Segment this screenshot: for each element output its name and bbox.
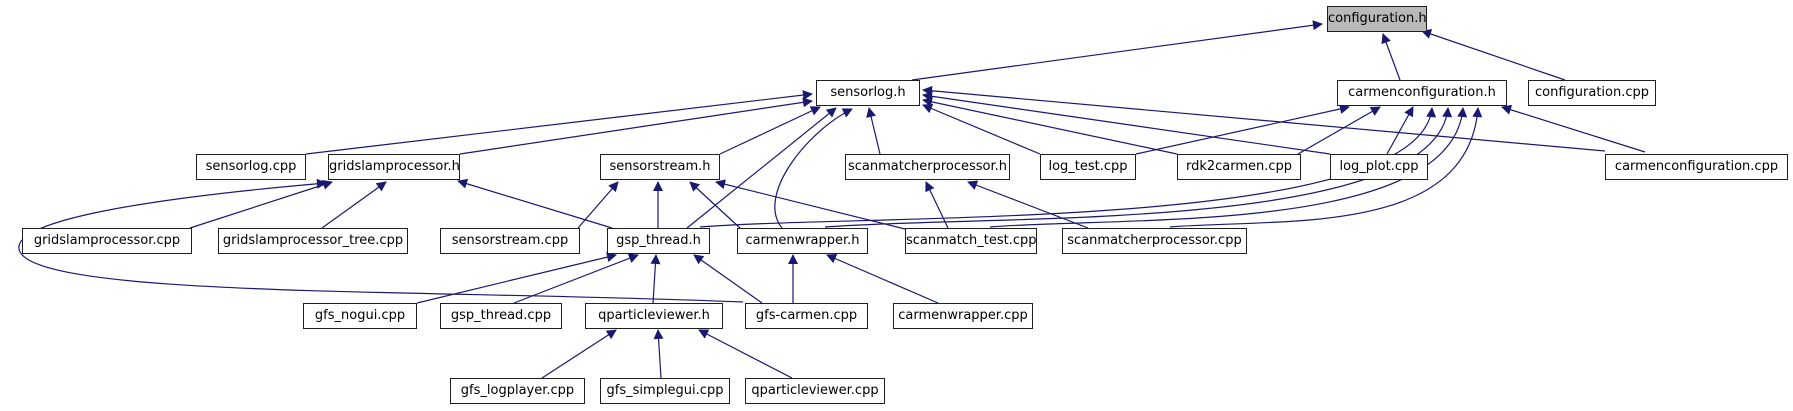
node-qparticleviewer-cpp[interactable]: qparticleviewer.cpp xyxy=(745,378,885,404)
node-gsp-thread-h[interactable]: gsp_thread.h xyxy=(607,228,710,254)
node-carmenwrapper-cpp[interactable]: carmenwrapper.cpp xyxy=(893,303,1033,329)
node-configuration-h[interactable]: configuration.h xyxy=(1327,6,1427,32)
edge-rdk2carmen-cpp-to-carmenconfiguration-h xyxy=(1297,106,1381,155)
node-scanmatcherprocessor-h[interactable]: scanmatcherprocessor.h xyxy=(845,154,1010,180)
edge-scanmatch-test-cpp-to-scanmatcherprocessor-h xyxy=(925,181,949,229)
edge-gridslamprocessor-cpp-to-gridslamprocessor-h xyxy=(189,180,333,229)
edge-gsp-thread-cpp-to-gsp-thread-h xyxy=(513,253,639,304)
edge-configuration-cpp-to-configuration-h xyxy=(1421,29,1566,81)
node-carmenwrapper-h[interactable]: carmenwrapper.h xyxy=(737,228,868,254)
edge-log-test-cpp-to-sensorlog-h xyxy=(922,103,1041,155)
node-log-test-cpp[interactable]: log_test.cpp xyxy=(1040,154,1136,180)
edge-log-plot-cpp-to-sensorlog-h xyxy=(922,91,1331,155)
edge-gridslamprocessor-h-to-sensorlog-h xyxy=(459,97,813,155)
edge-carmenconfiguration-cpp-to-sensorlog-h xyxy=(922,85,1606,152)
edge-carmenwrapper-h-to-sensorlog-h xyxy=(774,108,853,229)
edge-carmenconfiguration-cpp-to-carmenconfiguration-h xyxy=(1501,104,1646,153)
edge-gfs-nogui-cpp-to-gsp-thread-h xyxy=(416,252,617,304)
edge-log-plot-cpp-to-carmenconfiguration-h xyxy=(1386,106,1414,155)
edge-scanmatch-test-cpp-to-sensorstream-h xyxy=(715,179,906,230)
node-log-plot-cpp[interactable]: log_plot.cpp xyxy=(1330,154,1428,180)
edge-scanmatcherprocessor-cpp-to-carmenconfiguration-h xyxy=(1169,107,1483,228)
node-sensorlog-cpp[interactable]: sensorlog.cpp xyxy=(196,154,306,180)
edge-gfs-simplegui-cpp-to-qparticleviewer-h xyxy=(653,329,664,379)
edge-gsp-thread-h-to-gridslamprocessor-h xyxy=(457,178,613,229)
node-gridslamprocessor-tree-cpp[interactable]: gridslamprocessor_tree.cpp xyxy=(218,228,408,254)
node-qparticleviewer-h[interactable]: qparticleviewer.h xyxy=(585,303,723,329)
edge-qparticleviewer-cpp-to-qparticleviewer-h xyxy=(698,329,793,379)
edge-carmenwrapper-h-to-sensorstream-h xyxy=(689,181,741,229)
edge-gridslamprocessor-tree-cpp-to-gridslamprocessor-h xyxy=(321,181,387,229)
node-gridslamprocessor-cpp[interactable]: gridslamprocessor.cpp xyxy=(22,228,192,254)
edge-gsp-thread-h-to-carmenconfiguration-h xyxy=(699,107,1437,228)
edge-sensorlog-cpp-to-sensorlog-h xyxy=(305,90,813,155)
node-carmenconfiguration-cpp[interactable]: carmenconfiguration.cpp xyxy=(1605,154,1788,180)
edge-carmenwrapper-h-to-carmenconfiguration-h xyxy=(824,107,1453,228)
edge-gfs-logplayer-cpp-to-qparticleviewer-h xyxy=(541,329,617,379)
edge-rdk2carmen-cpp-to-sensorlog-h xyxy=(922,96,1178,155)
node-gfs-logplayer-cpp[interactable]: gfs_logplayer.cpp xyxy=(450,378,585,404)
node-sensorlog-h[interactable]: sensorlog.h xyxy=(816,80,920,106)
node-sensorstream-cpp[interactable]: sensorstream.cpp xyxy=(440,228,580,254)
edge-sensorstream-cpp-to-sensorstream-h xyxy=(577,181,619,229)
edge-carmenconfiguration-h-to-configuration-h xyxy=(1381,33,1401,81)
node-gfs-simplegui-cpp[interactable]: gfs_simplegui.cpp xyxy=(600,378,730,404)
node-sensorstream-h[interactable]: sensorstream.h xyxy=(600,154,720,180)
edge-log-test-cpp-to-carmenconfiguration-h xyxy=(1135,104,1350,155)
edge-scanmatcherprocessor-h-to-sensorlog-h xyxy=(866,107,881,155)
node-gfs-carmen-cpp[interactable]: gfs-carmen.cpp xyxy=(745,303,868,329)
edge-qparticleviewer-h-to-gsp-thread-h xyxy=(650,254,661,304)
edge-gfs-carmen-cpp-to-gsp-thread-h xyxy=(693,254,763,304)
node-gsp-thread-cpp[interactable]: gsp_thread.cpp xyxy=(440,303,562,329)
edge-carmenwrapper-cpp-to-carmenwrapper-h xyxy=(826,253,939,304)
edge-scanmatch-test-cpp-to-carmenconfiguration-h xyxy=(989,107,1468,228)
edge-sensorstream-h-to-sensorlog-h xyxy=(719,106,821,155)
edge-scanmatcherprocessor-cpp-to-scanmatcherprocessor-h xyxy=(967,180,1089,229)
edge-gsp-thread-h-to-sensorlog-h xyxy=(686,107,837,229)
edge-gfs-carmen-cpp-to-gridslamprocessor-h xyxy=(18,178,744,303)
node-scanmatch-test-cpp[interactable]: scanmatch_test.cpp xyxy=(905,228,1037,254)
node-scanmatcherprocessor-cpp[interactable]: scanmatcherprocessor.cpp xyxy=(1062,228,1247,254)
edge-sensorlog-h-to-configuration-h xyxy=(911,20,1323,81)
node-configuration-cpp[interactable]: configuration.cpp xyxy=(1528,80,1656,106)
node-rdk2carmen-cpp[interactable]: rdk2carmen.cpp xyxy=(1177,154,1301,180)
node-gridslamprocessor-h[interactable]: gridslamprocessor.h xyxy=(328,154,460,180)
node-carmenconfiguration-h[interactable]: carmenconfiguration.h xyxy=(1337,80,1507,106)
node-gfs-nogui-cpp[interactable]: gfs_nogui.cpp xyxy=(303,303,417,329)
